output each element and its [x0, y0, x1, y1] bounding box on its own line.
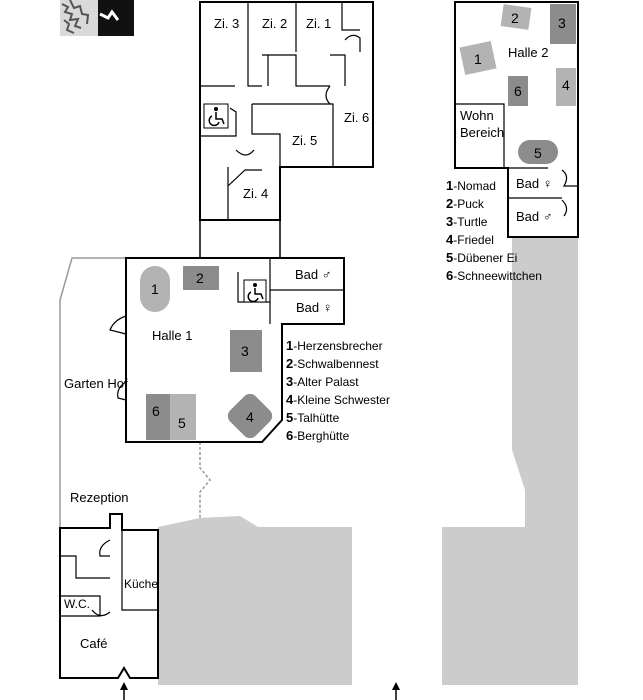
svg-text:1-Herzensbrecher: 1-Herzensbrecher	[286, 338, 383, 353]
halle1-num-3: 3	[241, 343, 249, 359]
entrance-arrow-left	[120, 682, 128, 700]
halle1-table-1	[140, 266, 170, 312]
grey-area-lower-middle	[158, 516, 352, 685]
halle1-legend: 1-Herzensbrecher 2-Schwalbennest 3-Alter…	[286, 338, 390, 443]
halle2-tables	[459, 4, 576, 164]
svg-text:5-Dübener Ei: 5-Dübener Ei	[446, 250, 517, 265]
svg-text:6-Schneewittchen: 6-Schneewittchen	[446, 268, 542, 283]
halle1-bad-f: Bad ♀	[296, 300, 333, 315]
halle2-legend: 1-Nomad 2-Puck 3-Turtle 4-Friedel 5-Dübe…	[446, 178, 542, 283]
halle1-title: Halle 1	[152, 328, 192, 343]
halle1-table-6	[146, 394, 170, 440]
rezeption-label: Rezeption	[70, 490, 129, 505]
halle2-num-5: 5	[534, 145, 542, 161]
halle2-num-6: 6	[514, 83, 522, 99]
halle2-table-5	[518, 140, 558, 164]
zi2-label: Zi. 2	[262, 16, 287, 31]
halle1-table-5	[170, 394, 196, 440]
halle1-table-2	[183, 266, 219, 290]
wheelchair-icon	[243, 279, 267, 303]
cafe-block	[59, 513, 159, 679]
halle2-num-2: 2	[511, 10, 519, 26]
wc-label: W.C.	[64, 597, 90, 611]
wohn-label-2: Bereich	[460, 125, 504, 140]
svg-text:3-Turtle: 3-Turtle	[446, 214, 488, 229]
zi5-label: Zi. 5	[292, 133, 317, 148]
halle1-building	[109, 257, 345, 443]
halle1-tables	[140, 266, 273, 440]
halle2-building	[454, 1, 579, 238]
texture-patch	[60, 0, 134, 36]
halle1-num-4: 4	[246, 409, 254, 425]
halle1-table-3	[230, 330, 262, 372]
garten-hof-label: Garten Hof	[64, 376, 128, 391]
zi4-label: Zi. 4	[243, 186, 268, 201]
halle2-bad-m: Bad ♂	[516, 209, 553, 224]
halle2-num-3: 3	[558, 15, 566, 31]
svg-text:6-Berghütte: 6-Berghütte	[286, 428, 350, 443]
halle2-num-1: 1	[474, 51, 482, 67]
halle1-num-1: 1	[151, 281, 159, 297]
halle2-title: Halle 2	[508, 45, 548, 60]
halle2-table-6	[508, 76, 528, 106]
wohn-label-1: Wohn	[460, 108, 494, 123]
halle2-num-4: 4	[562, 77, 570, 93]
halle1-bad-m: Bad ♂	[295, 267, 332, 282]
svg-text:4-Kleine Schwester: 4-Kleine Schwester	[286, 392, 390, 407]
garten-outline	[59, 257, 211, 529]
zi3-label: Zi. 3	[214, 16, 239, 31]
svg-text:5-Talhütte: 5-Talhütte	[286, 410, 340, 425]
upper-rooms-block	[199, 1, 374, 258]
halle2-table-3	[550, 4, 576, 44]
halle2-table-1	[459, 40, 497, 76]
svg-text:4-Friedel: 4-Friedel	[446, 232, 494, 247]
cafe-label: Café	[80, 636, 107, 651]
zi6-label: Zi. 6	[344, 110, 369, 125]
svg-text:2-Puck: 2-Puck	[446, 196, 485, 211]
svg-text:2-Schwalbennest: 2-Schwalbennest	[286, 356, 379, 371]
halle1-num-5: 5	[178, 415, 186, 431]
halle1-num-2: 2	[196, 270, 204, 286]
halle2-table-2	[500, 4, 532, 30]
kueche-label: Küche	[124, 577, 158, 591]
zi1-label: Zi. 1	[306, 16, 331, 31]
halle2-bad-f: Bad ♀	[516, 176, 553, 191]
halle1-table-4	[227, 393, 273, 439]
halle1-num-6: 6	[152, 403, 160, 419]
svg-text:1-Nomad: 1-Nomad	[446, 178, 496, 193]
halle2-table-4	[556, 68, 576, 106]
entrance-arrow-right	[392, 682, 400, 700]
grey-area-right	[442, 237, 578, 685]
wheelchair-icon	[203, 103, 229, 129]
svg-text:3-Alter Palast: 3-Alter Palast	[286, 374, 359, 389]
